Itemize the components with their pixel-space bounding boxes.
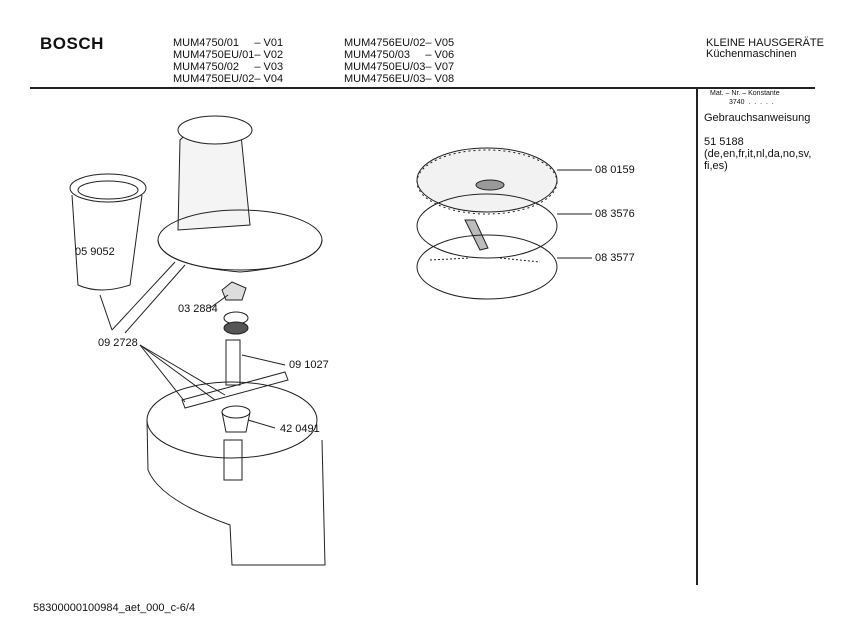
part-label: 09 1027: [289, 359, 329, 371]
model-item: MUM4750/02 – V03: [173, 61, 284, 73]
model-item: MUM4750EU/03– V07: [344, 61, 455, 73]
bowl-drawing: [146, 381, 326, 566]
category: KLEINE HAUSGERÄTE: [706, 37, 824, 49]
part-label: 05 9052: [75, 246, 115, 258]
leader-lines: [99, 169, 592, 429]
model-item: MUM4756EU/02– V05: [344, 37, 455, 49]
footer-code: 58300000100984_aet_000_c-6/4: [33, 602, 196, 614]
part-label: 42 0491: [280, 423, 320, 435]
discs-drawing: [416, 147, 558, 300]
part-label: 03 2884: [178, 303, 218, 315]
mat-value: 3740 . . . . .: [729, 99, 774, 106]
model-item: MUM4756EU/03– V08: [344, 73, 455, 85]
small-parts-drawing: [181, 281, 289, 433]
bosch-logo: BOSCH: [40, 34, 104, 53]
part-label: 09 2728: [98, 337, 138, 349]
subcategory: Küchenmaschinen: [706, 48, 797, 60]
model-item: MUM4750/03 – V06: [344, 49, 455, 61]
doc-number: 51 5188: [704, 136, 744, 148]
model-item: MUM4750EU/02– V04: [173, 73, 284, 85]
mat-label: Mat. – Nr. – Konstante: [710, 90, 780, 97]
part-label: 08 3576: [595, 208, 635, 220]
languages: (de,en,fr,it,nl,da,no,sv, fi,es): [704, 148, 812, 172]
part-label: 08 3577: [595, 252, 635, 264]
part-label: 08 0159: [595, 164, 635, 176]
model-item: MUM4750EU/01– V02: [173, 49, 284, 61]
model-item: MUM4750/01 – V01: [173, 37, 284, 49]
pusher-drawing: [69, 173, 147, 291]
doc-type: Gebrauchsanweisung: [704, 112, 811, 124]
lid-drawing: [157, 115, 323, 273]
